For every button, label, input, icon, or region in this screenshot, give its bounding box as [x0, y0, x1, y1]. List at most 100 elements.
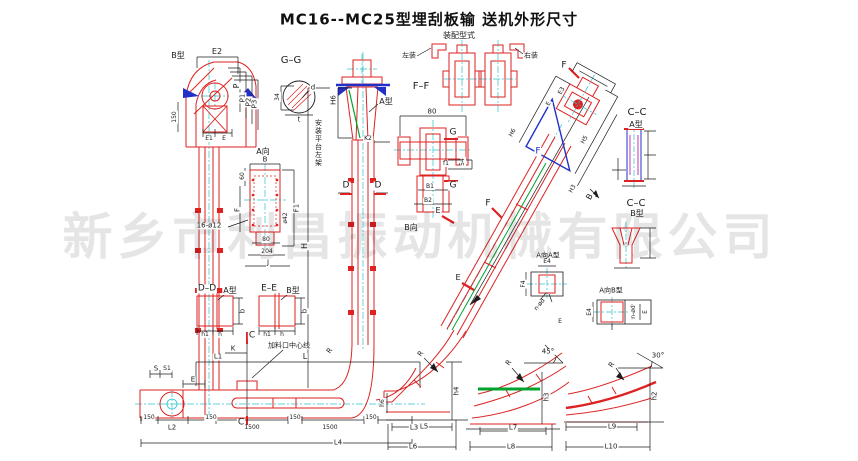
dim-150-3: 150	[288, 414, 302, 421]
dim-l2: L2	[166, 423, 178, 432]
dim-b-dd: b	[238, 307, 247, 315]
section-g-mark-top: G	[448, 127, 458, 138]
dim-l6: L6	[407, 442, 419, 451]
dim-h-tall: H	[300, 241, 309, 251]
label-a-type-mid: A型	[378, 97, 394, 106]
view-b-incline: B	[584, 191, 596, 203]
section-d-d: D–D	[196, 283, 218, 294]
dim-e2: E2	[210, 47, 224, 56]
dim-h6-boot: h6	[379, 398, 386, 408]
dim-e4-b: E4	[586, 307, 593, 317]
dim-150-4: 150	[364, 414, 378, 421]
section-g-g: G–G	[279, 55, 303, 66]
dim-h4: h4	[452, 385, 461, 397]
dim-80-bview: 80	[426, 107, 438, 116]
section-g-mark-bottom: G	[448, 180, 458, 191]
dim-f: F	[233, 206, 242, 214]
boot-30-view	[564, 352, 664, 451]
dim-e-a: E	[557, 318, 563, 325]
dim-d: d	[309, 83, 317, 92]
dim-l1: L1	[212, 352, 224, 361]
section-cc-b-view	[611, 222, 656, 269]
section-d-mark-right: D	[373, 180, 383, 191]
section-d-mark-left: D	[341, 180, 351, 191]
dim-f1-bview: f1	[442, 160, 450, 167]
dim-l8: L8	[505, 442, 517, 451]
dim-r-boot1: R	[415, 349, 426, 359]
section-ee-view	[258, 293, 305, 335]
dim-l9: L9	[606, 422, 618, 431]
section-f-f: F–F	[411, 81, 431, 92]
label-ee-b-type: B型	[285, 286, 301, 295]
dim-b-ee: b	[300, 307, 309, 315]
dim-150-2: 150	[204, 414, 218, 421]
dim-1500-2: 1500	[321, 424, 339, 431]
dim-r-bend: R	[324, 346, 335, 356]
label-f-blue: F	[534, 146, 542, 157]
view-a-b-type: A向B型	[598, 286, 624, 295]
dim-b2: B2	[423, 197, 433, 204]
section-c-mark-bottom: C	[236, 417, 246, 428]
dim-b1: B1	[425, 183, 435, 190]
section-e-e: E–E	[260, 283, 278, 294]
label-left-install: 左装	[401, 51, 417, 60]
drawing-title: MC16--MC25型埋刮板输 送机外形尺寸	[279, 10, 579, 29]
dim-e-b: E	[642, 309, 649, 315]
dim-80-aview: 80	[261, 236, 271, 243]
section-cc-a-view	[612, 122, 656, 188]
dim-l7: L7	[507, 423, 519, 432]
dim-e4-a: E4	[542, 258, 552, 265]
section-g-g-view	[280, 80, 316, 116]
section-c-mark-top: C	[247, 330, 257, 341]
section-e-mark-1: E	[434, 206, 442, 215]
dim-h6-incline: H6	[507, 127, 519, 139]
dim-p: P	[232, 82, 241, 90]
dim-e-head: E	[221, 135, 227, 142]
label-dd-a-type: A型	[222, 286, 238, 295]
dim-angle-30: 30°	[650, 351, 666, 360]
dim-r-boot2: R	[503, 358, 514, 368]
tail-dimensions	[140, 332, 421, 447]
view-b-label: B向	[403, 223, 419, 232]
label-cc2-b-type: B型	[629, 209, 645, 218]
label-right-install: 右装	[523, 51, 539, 60]
dim-o42: ø42	[282, 211, 289, 225]
dim-l: L	[301, 352, 309, 361]
dim-h2: h2	[650, 390, 659, 402]
dim-angle-45: 45°	[540, 347, 556, 356]
section-c-c-1: C–C	[626, 107, 648, 118]
dim-h6-mid: H6	[329, 94, 338, 106]
note-install-platform: 安装平台左架	[313, 119, 323, 167]
dim-150-1: 150	[142, 414, 156, 421]
dim-h-dd: h	[217, 331, 223, 338]
dim-60: 60	[239, 171, 246, 181]
dim-e3-incline: E3	[556, 85, 567, 97]
dim-nod-a: n-ød	[532, 297, 548, 313]
section-f-mark-bottom: F	[484, 198, 492, 209]
dim-b-aview: B	[261, 155, 269, 164]
dim-1500-1: 1500	[243, 424, 261, 431]
section-dd-view	[196, 293, 243, 335]
assembly-type-views	[416, 40, 525, 112]
view-a-a-type: A向A型	[535, 251, 561, 260]
dim-l5: L5	[418, 422, 430, 431]
dim-204: 204	[260, 248, 274, 255]
dim-l3: L3	[408, 423, 420, 432]
dim-h1-ee: h1	[262, 331, 272, 338]
dim-l4: L4	[332, 438, 344, 447]
section-f-mark-top: F	[560, 60, 568, 71]
note-feed-centerline: 加料口中心线	[267, 341, 311, 350]
dim-h5-incline: H5	[579, 134, 591, 146]
dim-16-o12: 16-ø12	[195, 221, 223, 230]
view-a-label: A向	[255, 147, 271, 156]
dim-150-head: 150	[171, 110, 178, 124]
dim-k2: K2	[363, 135, 373, 142]
dim-s: S	[152, 364, 160, 373]
label-assembly-type: 装配型式	[442, 31, 476, 40]
dim-h3-incline: H3	[567, 183, 579, 195]
dim-k: K	[229, 344, 237, 353]
dim-f4-a: F4	[520, 279, 527, 289]
label-cc1-a-type: A型	[628, 120, 644, 129]
